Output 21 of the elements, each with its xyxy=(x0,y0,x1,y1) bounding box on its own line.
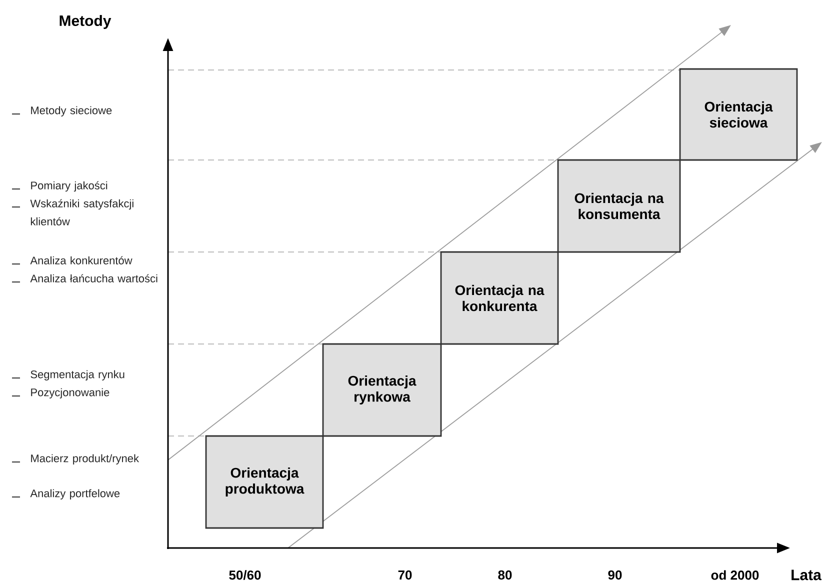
axis-title: Lata xyxy=(792,570,822,580)
stage-box: Orientacja na konsumenta xyxy=(557,159,681,253)
method-label: Metody sieciowe xyxy=(31,106,112,116)
method-label: Macierz produkt/rynek xyxy=(31,454,140,464)
stage-box: Orientacja rynkowa xyxy=(322,343,442,437)
method-label: Segmentacja rynku xyxy=(30,370,124,380)
axis-title: Metody xyxy=(60,15,112,29)
method-label: Pomiary jakości xyxy=(31,181,108,192)
tick-label: 50/60 xyxy=(229,570,261,580)
stage-box: Orientacja na konkurenta xyxy=(440,251,559,345)
method-label: Analiza łańcucha wartości xyxy=(30,274,158,282)
tick-label: 80 xyxy=(498,570,512,580)
tick-label: od 2000 xyxy=(711,570,759,580)
method-label: Wskaźniki satysfakcji klientów xyxy=(30,199,134,226)
method-label: Analizy portfelowe xyxy=(30,489,120,500)
stage-box: Orientacja sieciowa xyxy=(679,68,798,161)
method-label: Pozycjonowanie xyxy=(31,388,110,398)
tick-label: 90 xyxy=(608,570,622,580)
stage-box: Orientacja produktowa xyxy=(205,435,324,529)
method-label: Analiza konkurentów xyxy=(30,256,132,264)
tick-label: 70 xyxy=(398,570,412,580)
